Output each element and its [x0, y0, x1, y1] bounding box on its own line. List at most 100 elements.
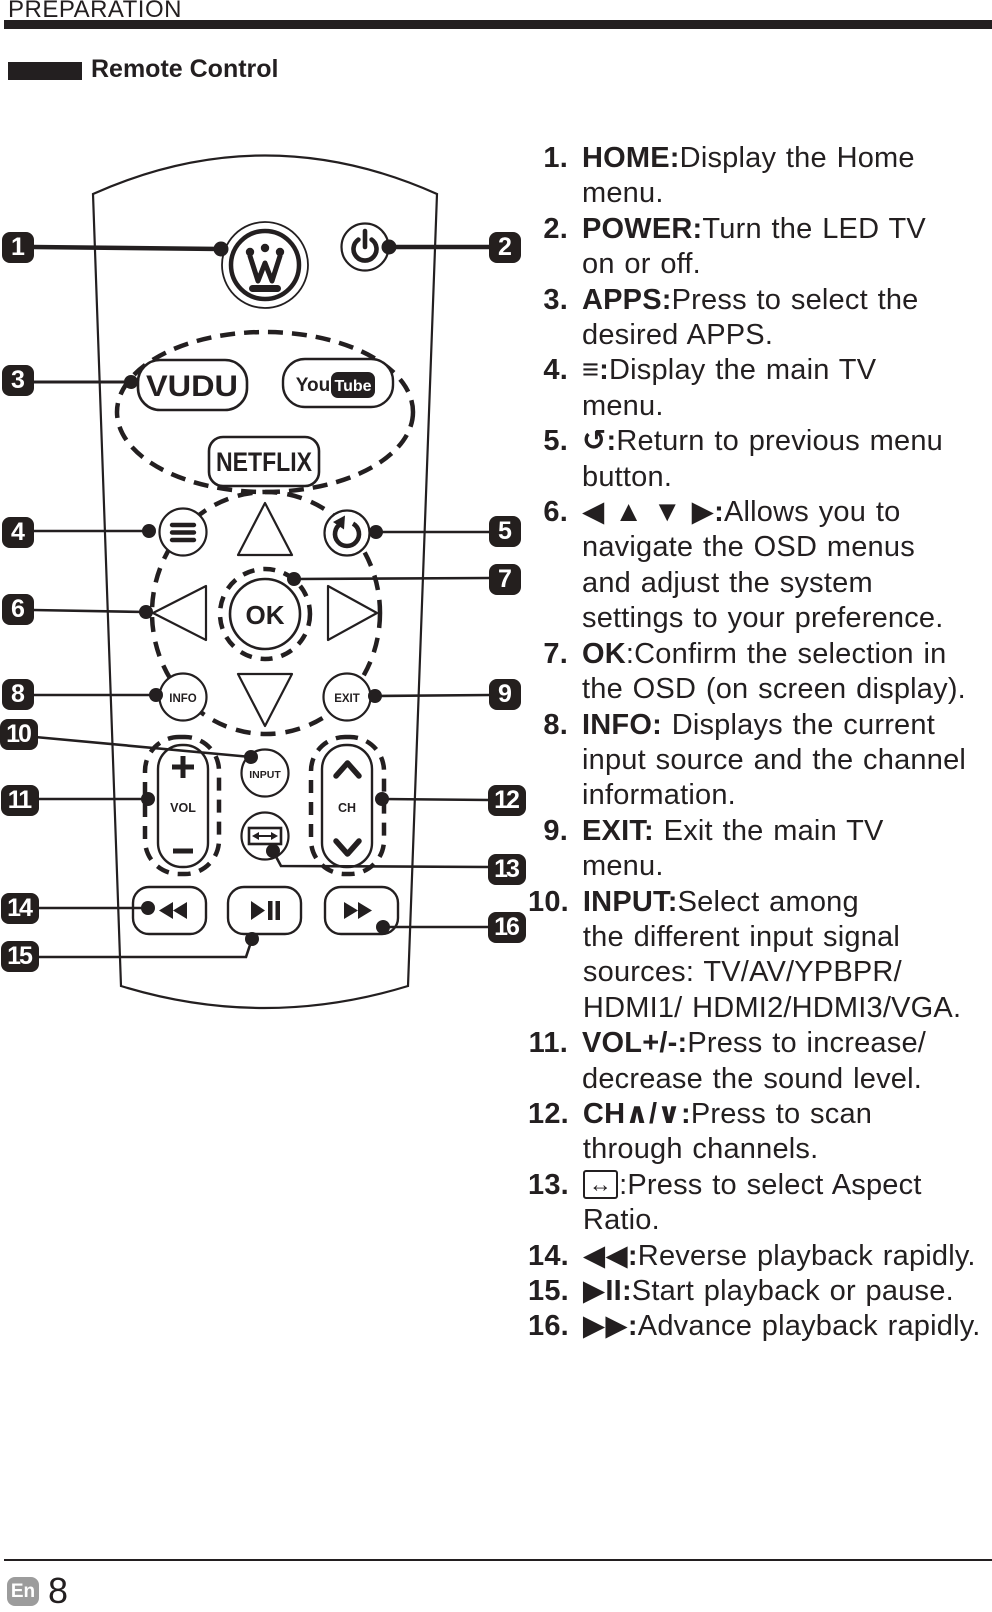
- rewind-icon: [159, 902, 187, 919]
- menu-button[interactable]: [158, 507, 208, 557]
- legend-item-term: VOL+/-:: [582, 1027, 688, 1060]
- legend-item-text: EXIT: Exit the main TV menu.: [582, 814, 988, 885]
- legend-item-number: 14.: [528, 1239, 569, 1272]
- legend-item-term: OK: [582, 637, 626, 670]
- legend-item-number: 1.: [543, 142, 568, 174]
- legend-item-desc: Return to previous menu button.: [582, 425, 944, 493]
- youtube-button[interactable]: You Tube: [281, 357, 395, 409]
- legend-item-number: 15.: [528, 1275, 569, 1307]
- callout-6: 6: [2, 594, 34, 625]
- legend-item-number: 13.: [528, 1168, 569, 1201]
- footer-divider: [4, 1559, 992, 1561]
- legend-item-text: INPUT:Select among the different input s…: [583, 885, 988, 1027]
- legend-item-term: POWER:: [582, 212, 703, 245]
- legend-item-number: 10.: [528, 885, 569, 918]
- legend-item: 2.POWER:Turn the LED TV on or off.: [528, 212, 988, 283]
- legend-item-number: 12.: [528, 1097, 569, 1130]
- netflix-button[interactable]: NETFLIX: [207, 435, 321, 488]
- play-pause-button[interactable]: [226, 885, 303, 936]
- callout-4: 4: [2, 517, 34, 548]
- legend-item-text: ↺:Return to previous menu button.: [582, 424, 988, 495]
- info-button[interactable]: INFO: [158, 672, 208, 722]
- legend-item-desc: Displays the current input source and th…: [582, 708, 967, 812]
- vol-label: VOL: [170, 801, 196, 815]
- legend-item-number: 11.: [528, 1027, 568, 1060]
- legend-item-term: CH∧/∨:: [582, 1097, 691, 1130]
- legend-item-desc: :Confirm the selection in the OSD (on sc…: [582, 637, 966, 706]
- aspect-ratio-icon: [247, 826, 283, 846]
- callout-13: 13: [488, 854, 526, 885]
- legend-item-desc: Display the main TV menu.: [582, 354, 877, 422]
- legend-item: 3. APPS:Press to select the desired APPS.: [528, 283, 988, 354]
- legend-item-text: INFO: Displays the current input source …: [582, 708, 988, 814]
- legend-item-term: ▶II:: [582, 1275, 632, 1307]
- menu-icon: [169, 522, 197, 543]
- legend-item-desc: Press to increase/ decrease the sound le…: [582, 1027, 927, 1095]
- legend-item-text: APPS:Press to select the desired APPS.: [582, 283, 988, 354]
- ok-label: OK: [246, 600, 285, 630]
- legend-item-number: 9.: [543, 814, 568, 847]
- legend-item-number: 3.: [543, 283, 568, 316]
- callout-15: 15: [1, 941, 39, 972]
- legend-item-term: ↔: [582, 1169, 619, 1199]
- legend-item-desc: Exit the main TV menu.: [582, 814, 884, 883]
- ok-dashed-ring: [217, 566, 313, 662]
- return-button[interactable]: [323, 509, 371, 557]
- callout-5: 5: [489, 516, 521, 547]
- legend-item-number: 16.: [528, 1310, 569, 1343]
- callout-2: 2: [489, 232, 521, 263]
- legend-item-desc: Advance playback rapidly.: [637, 1310, 981, 1343]
- youtube-you-label: You: [296, 375, 330, 396]
- legend-item: 5.↺:Return to previous menu button.: [528, 424, 988, 495]
- legend-item-term: INPUT:: [582, 885, 678, 918]
- vol-dashed-outline: [142, 734, 222, 877]
- legend-item-term: APPS:: [582, 283, 672, 316]
- input-label: INPUT: [249, 769, 281, 781]
- netflix-label: NETFLIX: [216, 447, 312, 477]
- return-icon: [332, 515, 362, 549]
- callout-12: 12: [488, 785, 526, 816]
- play-pause-icon: [251, 901, 280, 920]
- callout-3: 3: [2, 365, 34, 396]
- ok-button[interactable]: OK: [228, 577, 302, 651]
- header-divider: [4, 20, 992, 29]
- nav-down-button[interactable]: [236, 672, 294, 728]
- legend-item-desc: Start playback or pause.: [631, 1275, 954, 1307]
- nav-up-button[interactable]: [236, 501, 294, 557]
- vudu-button[interactable]: VUDU: [136, 358, 249, 412]
- callout-1: 1: [2, 232, 34, 263]
- home-button[interactable]: [221, 221, 309, 309]
- power-button[interactable]: [340, 222, 390, 272]
- legend-item-text: CH∧/∨:Press to scan through channels.: [583, 1097, 988, 1168]
- channel-rocker[interactable]: CH: [320, 743, 374, 869]
- legend-item-text: VOL+/-:Press to increase/ decrease the s…: [582, 1026, 988, 1097]
- nav-dashed-outline: [149, 489, 383, 737]
- nav-cluster: [151, 501, 379, 728]
- westinghouse-logo-icon: [245, 243, 285, 292]
- legend-item: 10. INPUT:Select among the different inpu…: [528, 885, 988, 1027]
- rewind-button[interactable]: [131, 885, 208, 936]
- callout-16: 16: [488, 912, 526, 943]
- legend-list: 1.HOME:Display the Home menu.2.POWER:Tur…: [528, 141, 988, 1345]
- aspect-ratio-button[interactable]: [240, 811, 290, 861]
- legend-item-number: 8.: [543, 708, 568, 741]
- legend-item: 14.◀◀:Reverse playback rapidly.: [528, 1239, 988, 1274]
- youtube-tube-box: [331, 372, 375, 398]
- dashed-group-outlines: [114, 329, 416, 877]
- legend-item-term: ▶▶:: [582, 1310, 638, 1343]
- callout-8: 8: [2, 679, 34, 710]
- ch-label: CH: [338, 801, 356, 815]
- legend-item-desc: Allows you to navigate the OSD menus and…: [582, 496, 944, 635]
- legend-item-term: EXIT:: [582, 814, 654, 847]
- ch-down-icon: [333, 838, 362, 857]
- nav-right-button[interactable]: [326, 584, 379, 642]
- nav-left-button[interactable]: [151, 584, 208, 642]
- volume-rocker[interactable]: VOL: [156, 743, 210, 869]
- legend-item-text: POWER:Turn the LED TV on or off.: [582, 212, 988, 283]
- legend-item-text: ▶II:Start playback or pause.: [583, 1274, 988, 1309]
- legend-item: 6.◀ ▲ ▼ ▶:Allows you to navigate the OSD…: [528, 495, 988, 637]
- legend-item-term: ↺:: [582, 425, 617, 458]
- exit-button[interactable]: EXIT: [322, 672, 372, 722]
- callout-10: 10: [0, 719, 38, 750]
